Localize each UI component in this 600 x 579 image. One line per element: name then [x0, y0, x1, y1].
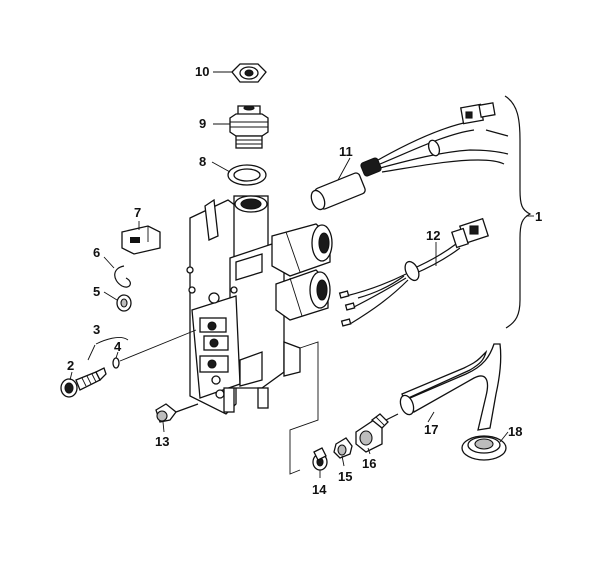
callout-17: 17 — [424, 422, 438, 437]
part-14-banjo-bolt — [312, 447, 328, 471]
part-8-o-ring — [227, 164, 267, 186]
callout-8: 8 — [199, 154, 206, 169]
callout-16: 16 — [362, 456, 376, 471]
solenoid-lower — [275, 269, 331, 321]
callout-1: 1 — [535, 209, 542, 224]
part-10-hex-nut — [231, 63, 267, 83]
callout-13: 13 — [155, 434, 169, 449]
callout-6: 6 — [93, 245, 100, 260]
part-4-washer — [112, 357, 120, 369]
fittings-bracket — [289, 341, 319, 475]
callout-3: 3 — [93, 322, 100, 337]
part-12-wiring-harness — [338, 217, 490, 327]
part-1-brace — [504, 95, 532, 329]
callout-10: 10 — [195, 64, 209, 79]
callout-12: 12 — [426, 228, 440, 243]
callout-14: 14 — [312, 482, 327, 497]
callout-5: 5 — [93, 284, 100, 299]
part-17-hose — [399, 343, 502, 431]
part-9-threaded-fitting — [229, 105, 269, 149]
part-6-wire-clip — [114, 265, 131, 288]
leader-lines — [69, 71, 534, 478]
part-2-adjusting-screw — [60, 367, 107, 398]
valve-body — [186, 195, 301, 415]
part-18-hose-end — [461, 435, 507, 461]
callout-15: 15 — [338, 469, 352, 484]
part-16-hose-fitting — [355, 413, 399, 453]
callout-18: 18 — [508, 424, 522, 439]
part-15-insert — [333, 437, 353, 459]
callout-4: 4 — [114, 339, 122, 354]
solenoid-upper — [271, 223, 333, 277]
part-5-small-nut — [116, 294, 132, 312]
part-11-sensor — [310, 102, 509, 211]
part-7-clip — [121, 225, 161, 255]
callout-2: 2 — [67, 358, 74, 373]
callout-7: 7 — [134, 205, 141, 220]
part-13-cap — [155, 403, 199, 423]
callout-labels: 1 2 3 4 5 6 7 8 9 10 11 12 13 14 15 16 1… — [67, 64, 542, 497]
callout-11: 11 — [339, 144, 353, 159]
callout-9: 9 — [199, 116, 206, 131]
